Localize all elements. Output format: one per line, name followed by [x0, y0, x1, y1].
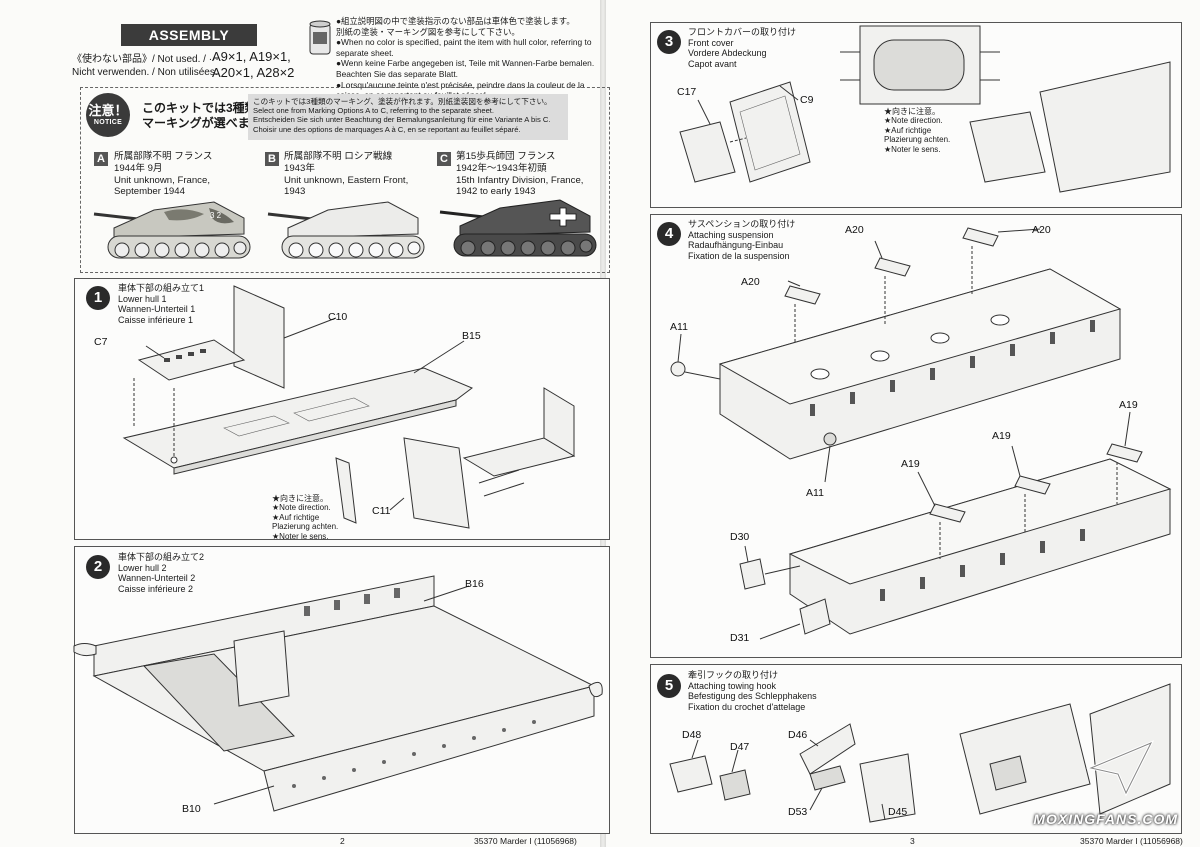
svg-text:3 2: 3 2 [210, 211, 222, 220]
marking-c-text: 第15歩兵師団 フランス 1942年〜1943年初頭 15th Infantry… [456, 151, 584, 198]
step1-number: 1 [86, 286, 110, 310]
assembly-header: ASSEMBLY [121, 24, 257, 46]
unused-parts-label: 《使わない部品》/ Not used. / ··· Nicht verwende… [72, 54, 219, 78]
label-a19-2: A19 [992, 430, 1011, 442]
step3-diagram [679, 25, 1171, 193]
label-a19-1: A19 [1119, 399, 1138, 411]
left-footer-code: 35370 Marder I (11056968) [474, 836, 577, 846]
step1-diagram [122, 285, 576, 529]
label-c7: C7 [94, 336, 108, 348]
label-c10: C10 [328, 311, 348, 323]
step5-diagram [669, 683, 1171, 823]
label-a20-3: A20 [741, 276, 760, 288]
step3-number: 3 [657, 30, 681, 54]
marking-a-letter: A [94, 152, 108, 166]
label-a20-1: A20 [845, 224, 864, 236]
label-a11-2: A11 [806, 487, 824, 499]
marking-c-letter: C [437, 152, 451, 166]
left-page-number: 2 [340, 836, 345, 846]
label-a11-1: A11 [670, 321, 688, 333]
label-a20-2: A20 [1032, 224, 1051, 236]
step4-title: サスペンションの取り付け Attaching suspension Radauf… [688, 219, 796, 261]
step3-direction-note: ★向きに注意。 ★Note direction. ★Auf richtige P… [884, 107, 951, 154]
step5-number: 5 [657, 674, 681, 698]
marking-b-text: 所属部隊不明 ロシア戦線 1943年 Unit unknown, Eastern… [284, 151, 409, 198]
label-b10: B10 [182, 803, 201, 815]
paint-can-icon [309, 20, 331, 55]
notice-tip: このキットでは3種類のマーキング、塗装が作れます。別紙塗装図を参考にして下さい。… [248, 94, 568, 140]
step2-number: 2 [86, 555, 110, 579]
step4-diagram [670, 227, 1172, 640]
notice-title: このキットでは3種類の マーキングが選べます。 [142, 101, 273, 130]
label-b16: B16 [465, 578, 484, 590]
unused-parts-list: A9×1, A19×1, A20×1, A28×2 [212, 49, 295, 80]
marking-b-letter: B [265, 152, 279, 166]
label-d48: D48 [682, 729, 702, 741]
marking-a-text: 所属部隊不明 フランス 1944年 9月 Unit unknown, Franc… [114, 151, 213, 198]
label-d46: D46 [788, 729, 808, 741]
watermark: MOXINGFANS.COM [1033, 811, 1178, 827]
label-d53: D53 [788, 806, 808, 818]
step2-title: 車体下部の組み立て2 Lower hull 2 Wannen-Unterteil… [118, 552, 205, 594]
label-d30: D30 [730, 531, 750, 543]
step1-direction-note: ★向きに注意。 ★Note direction. ★Auf richtige P… [272, 494, 339, 541]
step3-title: フロントカバーの取り付け Front cover Vordere Abdecku… [688, 27, 797, 69]
label-c17: C17 [677, 86, 697, 98]
right-footer-code: 35370 Marder I (11056968) [1080, 836, 1183, 846]
label-c9: C9 [800, 94, 814, 106]
step5-title: 牽引フックの取り付け Attaching towing hook Befesti… [688, 670, 817, 712]
step4-number: 4 [657, 222, 681, 246]
step2-diagram [73, 575, 603, 812]
tank-a-illustration: 3 2 [93, 201, 251, 259]
tank-c-illustration [439, 199, 597, 257]
notice-badge: 注意！ NOTICE [86, 93, 130, 137]
label-d31: D31 [730, 632, 750, 644]
step1-title: 車体下部の組み立て1 Lower hull 1 Wannen-Unterteil… [118, 283, 205, 325]
label-a19-3: A19 [901, 458, 920, 470]
tank-b-illustration [267, 201, 425, 259]
label-d45: D45 [888, 806, 908, 818]
paper-plane-watermark-icon [1086, 740, 1155, 797]
right-page-number: 3 [910, 836, 915, 846]
marking-notice-box [80, 87, 610, 273]
label-b15: B15 [462, 330, 481, 342]
label-d47: D47 [730, 741, 750, 753]
label-c11: C11 [372, 505, 391, 517]
